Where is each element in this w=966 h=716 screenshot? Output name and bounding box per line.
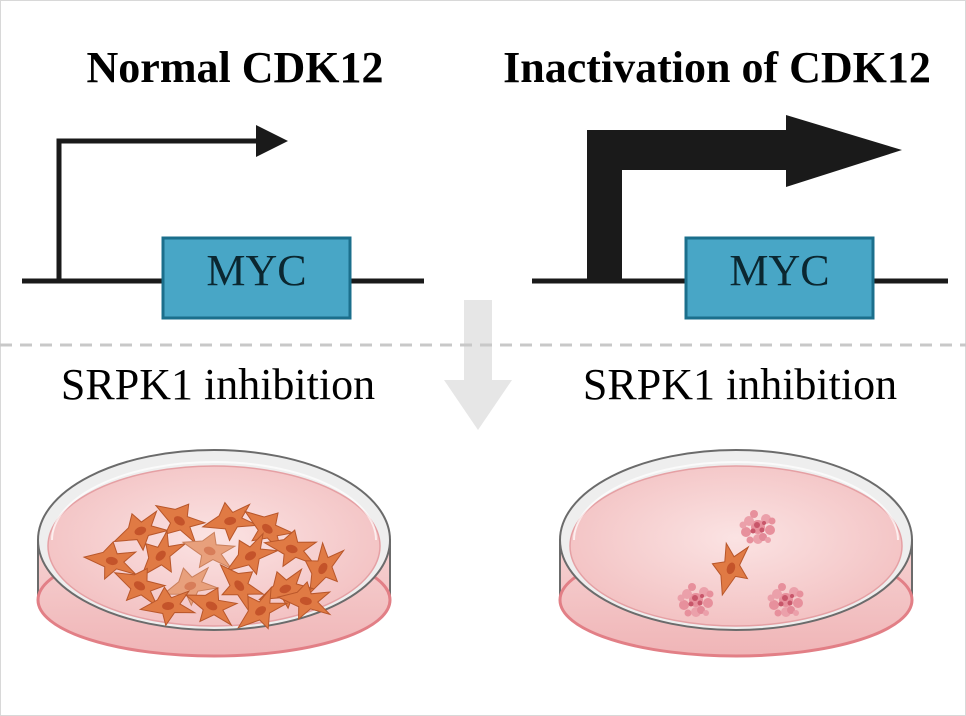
left-panel-title: Normal CDK12 [86, 43, 384, 92]
right-gene-diagram [532, 115, 948, 320]
left-gene-label: MYC [206, 246, 307, 295]
left-myc-box [161, 236, 352, 320]
center-down-arrow [444, 300, 512, 430]
left-promoter-arrow [56, 138, 262, 281]
left-treatment-label: SRPK1 inhibition [60, 360, 376, 409]
right-panel-title: Inactivation of CDK12 [503, 43, 931, 92]
right-gene-label: MYC [729, 246, 830, 295]
right-arrowhead [786, 115, 902, 187]
right-treatment-label: SRPK1 inhibition [582, 360, 898, 409]
right-promoter-arrow [587, 130, 790, 281]
left-gene-diagram [22, 125, 424, 320]
right-myc-box [684, 236, 875, 320]
left-petri-dish [36, 449, 392, 658]
left-arrowhead [256, 125, 288, 157]
right-petri-dish [558, 449, 914, 658]
